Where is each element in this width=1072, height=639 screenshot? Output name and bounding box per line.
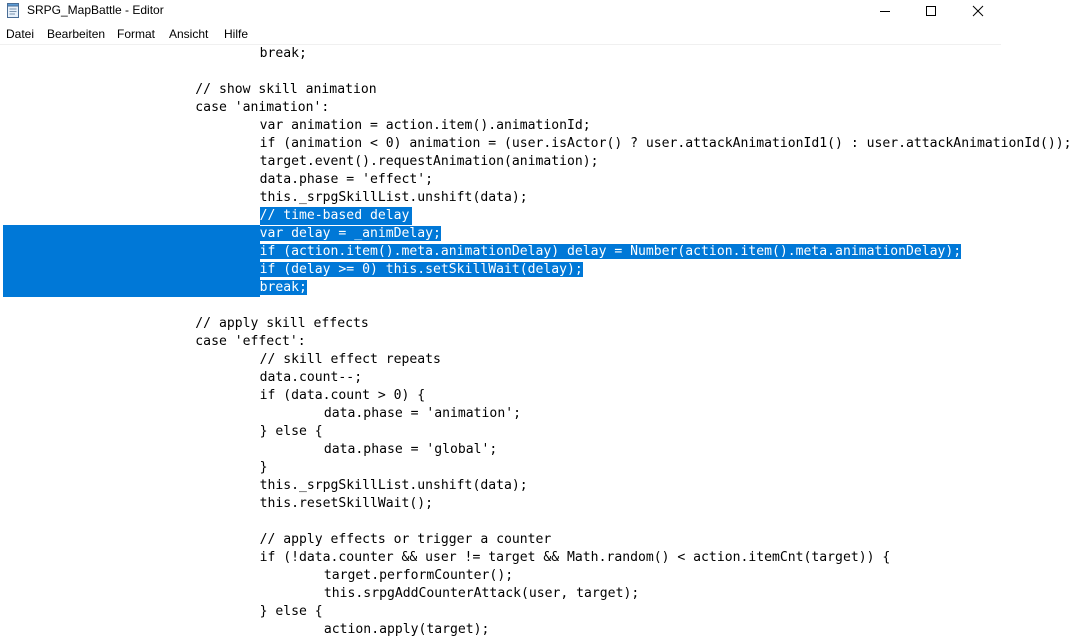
selected-code-text: var delay = _animDelay;: [259, 226, 441, 241]
maximize-icon: [926, 6, 936, 16]
code-line: data.phase = 'animation';: [323, 406, 521, 421]
code-line: // show skill animation: [195, 82, 377, 97]
code-line: // time-based delay: [259, 207, 410, 225]
code-line: this._srpgSkillList.unshift(data);: [259, 190, 528, 205]
menu-ansicht[interactable]: Ansicht: [169, 27, 209, 41]
code-line: break;: [259, 46, 307, 61]
menu-divider: [0, 44, 1001, 45]
code-line: // skill effect repeats: [259, 352, 441, 367]
code-line: }: [259, 460, 268, 475]
close-icon: [972, 5, 984, 17]
minimize-button[interactable]: [862, 0, 908, 22]
code-line: if (action.item().meta.animationDelay) d…: [259, 243, 962, 261]
code-line: this.resetSkillWait();: [259, 496, 434, 511]
title-bar: SRPG_MapBattle - Editor: [0, 0, 1001, 22]
code-line: this._srpgSkillList.unshift(data);: [259, 478, 528, 493]
code-line: } else {: [259, 604, 323, 619]
selected-code-text: if (delay >= 0) this.setSkillWait(delay)…: [259, 262, 583, 277]
code-line: var animation = action.item().animationI…: [259, 118, 591, 133]
selection-highlight-block: [3, 225, 260, 297]
code-line: this.srpgAddCounterAttack(user, target);: [323, 586, 640, 601]
menu-bearbeiten[interactable]: Bearbeiten: [47, 27, 106, 41]
code-line: data.count--;: [259, 370, 363, 385]
code-line: } else {: [259, 424, 323, 439]
code-line: action.apply(target);: [323, 622, 490, 637]
selected-code-text: if (action.item().meta.animationDelay) d…: [259, 244, 962, 259]
code-line: var delay = _animDelay;: [259, 225, 441, 243]
code-line: case 'animation':: [195, 100, 330, 115]
menu-hilfe[interactable]: Hilfe: [224, 27, 249, 41]
window-title: SRPG_MapBattle - Editor: [27, 3, 164, 17]
menu-bar: Datei Bearbeiten Format Ansicht Hilfe: [0, 24, 1001, 44]
code-line: target.performCounter();: [323, 568, 514, 583]
text-editor[interactable]: break; // show skill animation case 'anima…: [0, 45, 1072, 637]
code-line: if (data.count > 0) {: [259, 388, 426, 403]
selected-code-text: break;: [259, 280, 307, 295]
code-line: if (delay >= 0) this.setSkillWait(delay)…: [259, 261, 583, 279]
selected-code-text: // time-based delay: [259, 208, 410, 223]
maximize-button[interactable]: [908, 0, 954, 22]
code-line: target.event().requestAnimation(animatio…: [259, 154, 599, 169]
menu-format[interactable]: Format: [117, 27, 156, 41]
code-line: data.phase = 'effect';: [259, 172, 434, 187]
code-line: case 'effect':: [195, 334, 306, 349]
notepad-icon: [7, 3, 20, 18]
menu-datei[interactable]: Datei: [6, 27, 35, 41]
minimize-icon: [880, 11, 890, 12]
code-line: if (!data.counter && user != target && M…: [259, 550, 891, 565]
close-button[interactable]: [955, 0, 1001, 22]
code-line: // apply effects or trigger a counter: [259, 532, 552, 547]
code-line: data.phase = 'global';: [323, 442, 498, 457]
code-line: break;: [259, 279, 307, 297]
code-line: // apply skill effects: [195, 316, 369, 331]
code-line: if (animation < 0) animation = (user.isA…: [259, 136, 1072, 151]
